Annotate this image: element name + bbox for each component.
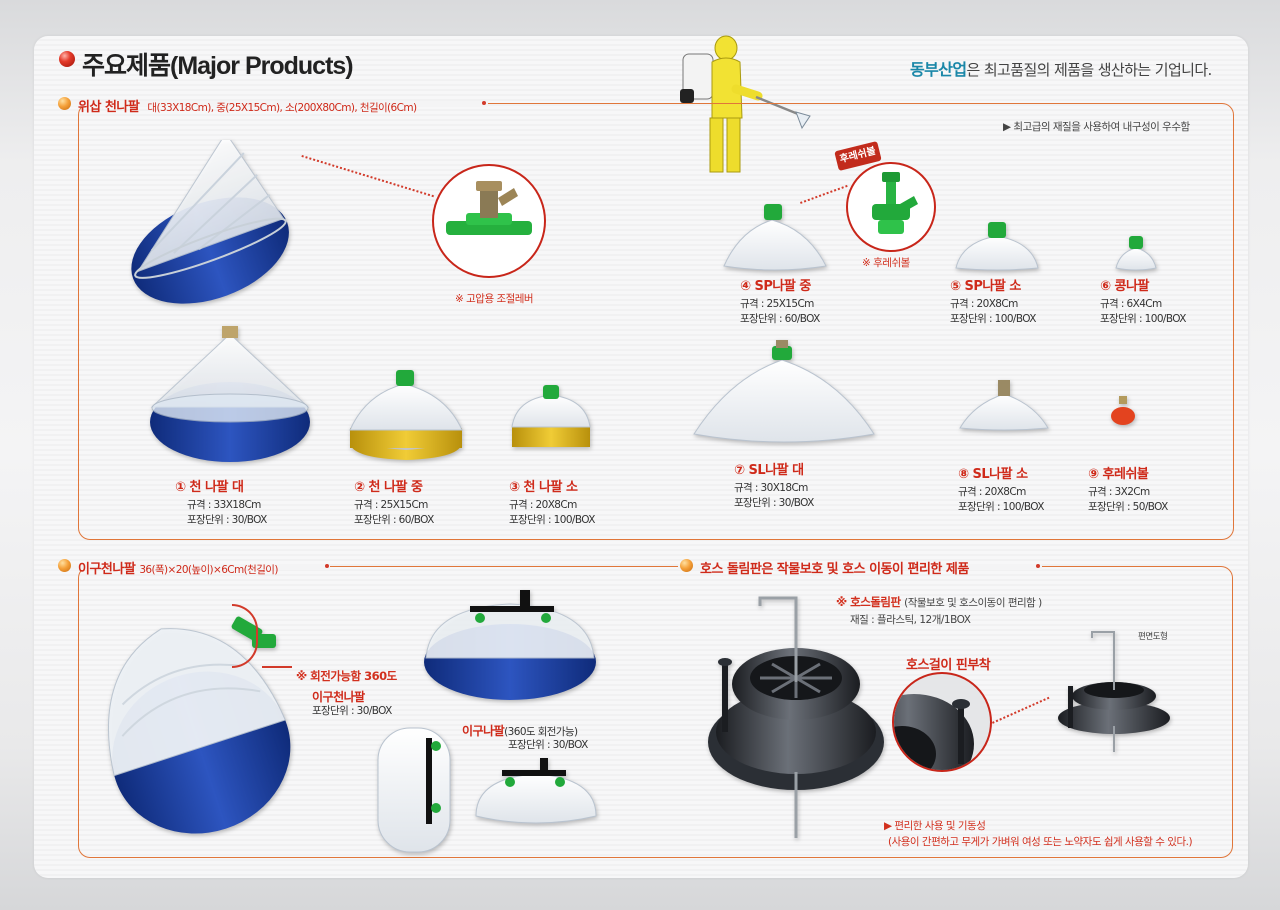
section-1-sizes: 대(33X18Cm), 중(25X15Cm), 소(200X80Cm), 천길이… [147, 102, 417, 114]
reel-material: 재질 : 플라스틱, 12개/1BOX [850, 614, 971, 626]
cloth-horn-medium-image [349, 370, 463, 460]
product-1-name: ① 천 나팔 대 [175, 480, 244, 495]
double-horn-name: 이구나팔(360도 회전가능) [462, 724, 578, 738]
section-2-frame [78, 566, 679, 858]
company-slogan: 동부산업은 최고품질의 제품을 생산하는 기업니다. [910, 56, 1212, 80]
double-cloth-horn-pack: 포장단위 : 30/BOX [312, 705, 392, 717]
section-1-title: 위삽 천나팔 대(33X18Cm), 중(25X15Cm), 소(200X80C… [78, 100, 417, 115]
cloth-horn-large-tilted-image [131, 140, 289, 304]
section-bullet-icon [680, 559, 693, 572]
section-3-title: 호스 돌림판은 작물보호 및 호스 이동이 편리한 제품 [700, 562, 969, 577]
slogan-text: 은 최고품질의 제품을 생산하는 기업니다. [966, 61, 1212, 79]
cloth-horn-small-image [511, 385, 591, 447]
quality-note: ▶ 최고급의 재질을 사용하여 내구성이 우수함 [1003, 121, 1190, 133]
section-bullet-icon [58, 559, 71, 572]
brand-name: 동부산업 [910, 60, 967, 79]
reel-note: ※ 호스돌림판 (작물보호 및 호스이동이 편리함 ) [836, 595, 1042, 609]
product-6-name: ⑥ 콩나팔 [1100, 279, 1149, 294]
double-cloth-horn-image [108, 616, 291, 834]
product-5-name: ⑤ SP나팔 소 [950, 279, 1021, 294]
pin-closeup-circle [892, 672, 992, 772]
benefit-desc: (사용이 간편하고 무게가 가벼워 여성 또는 노약자도 쉽게 사용할 수 있다… [888, 836, 1193, 848]
product-8-name: ⑧ SL나팔 소 [958, 467, 1028, 482]
double-horn-blue-image [424, 590, 596, 700]
product-7-name: ⑦ SL나팔 대 [734, 463, 804, 478]
sl-horn-small-image [959, 380, 1049, 431]
page-title: 주요제품(Major Products) [82, 52, 354, 80]
sprayer-worker-illustration [680, 35, 811, 173]
flush-bolt-note: ※ 후레쉬볼 [862, 257, 910, 269]
lever-note: ※ 고압용 조절레버 [455, 293, 534, 305]
section-bullet-icon [58, 97, 71, 110]
side-view-label: 편면도형 [1138, 632, 1168, 642]
product-4-name: ④ SP나팔 중 [740, 279, 811, 294]
double-cloth-horn-name: 이구천나팔 [312, 690, 365, 704]
benefit-title: ▶ 편리한 사용 및 기동성 [884, 820, 986, 832]
pin-label: 호스걸이 핀부착 [906, 658, 991, 673]
product-9-name: ⑨ 후레쉬볼 [1088, 467, 1149, 482]
flush-bolt-image [1111, 396, 1135, 425]
bean-horn-image [1115, 236, 1157, 271]
rotate-note: ※ 회전가능함 360도 [296, 669, 397, 683]
double-horn-side-image [377, 727, 451, 853]
title-bullet-icon [59, 51, 75, 67]
product-2-name: ② 천 나팔 중 [354, 480, 423, 495]
section-2-title: 이구천나팔 36(폭)×20(높이)×6Cm(천길이) [78, 562, 278, 577]
double-horn-pack: 포장단위 : 30/BOX [508, 739, 588, 751]
sp-horn-small-image [955, 222, 1039, 271]
section-2-sizes: 36(폭)×20(높이)×6Cm(천길이) [139, 564, 278, 576]
sl-horn-large-image [693, 340, 875, 443]
lever-closeup-circle [432, 164, 546, 278]
cloth-horn-large-image [150, 326, 310, 462]
hose-reel-side-image [1058, 631, 1170, 752]
double-horn-front-image [475, 758, 597, 824]
product-3-name: ③ 천 나팔 소 [509, 480, 578, 495]
section-1-frame [78, 103, 1234, 540]
hose-reel-image [708, 596, 884, 838]
sp-horn-medium-image [723, 204, 827, 271]
flush-bolt-closeup-circle [846, 162, 936, 252]
